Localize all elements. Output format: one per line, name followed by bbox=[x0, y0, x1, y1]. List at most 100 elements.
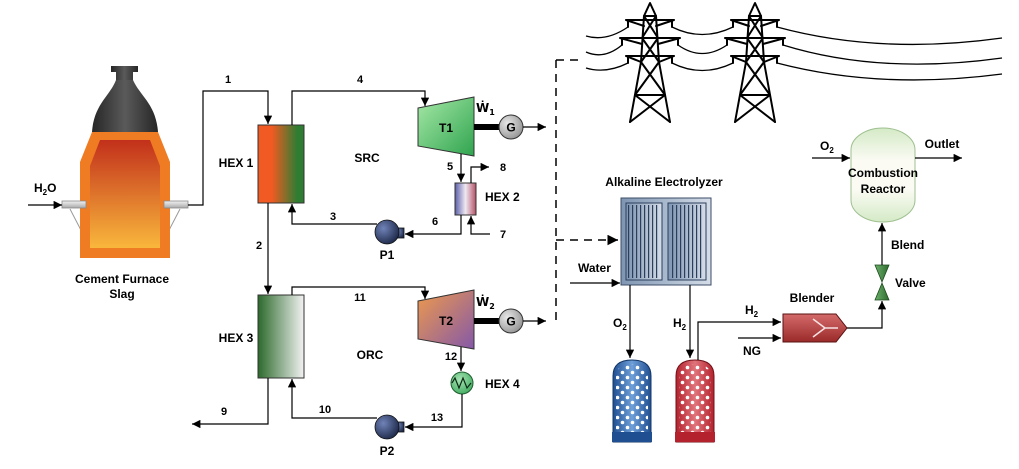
furnace-label-line2: Slag bbox=[109, 287, 134, 301]
valve-lower-triangle bbox=[874, 281, 890, 301]
stream-5-label: 5 bbox=[447, 161, 453, 173]
hydrogen-product-label: H2 bbox=[673, 316, 687, 332]
reactor-label-line1: Combustion bbox=[848, 166, 918, 180]
furnace-core bbox=[90, 140, 160, 248]
oxygen-product-base: O bbox=[613, 316, 622, 330]
blending-unit: H2 NG Blender Valve Blend bbox=[697, 223, 926, 360]
pump-p2 bbox=[374, 414, 400, 440]
reactor-oxygen-label: O2 bbox=[820, 139, 834, 155]
transmission-tower-1 bbox=[619, 2, 681, 123]
combustion-reactor: Combustion Reactor O2 Outlet bbox=[812, 127, 962, 223]
power-w2-sub: 2 bbox=[489, 302, 495, 311]
turbine-t1 bbox=[417, 96, 475, 157]
furnace-right-arm bbox=[163, 200, 189, 209]
blender-merge-icon bbox=[812, 318, 838, 338]
stream-9-line bbox=[192, 378, 269, 429]
blender-title: Blender bbox=[790, 291, 835, 305]
pump-p2-label: P2 bbox=[380, 444, 395, 458]
power-w2-base: Ẇ bbox=[476, 294, 489, 309]
transmission-tower-2 bbox=[724, 2, 786, 123]
stream-3-line bbox=[287, 204, 377, 225]
power-w1-label: Ẇ1 bbox=[476, 100, 495, 117]
blender-to-valve-line bbox=[847, 301, 887, 329]
electrolyzer-plates-right bbox=[670, 205, 704, 278]
natural-gas-label: NG bbox=[743, 344, 761, 358]
turbine-t2-shaft bbox=[474, 318, 500, 324]
valve-upper-triangle bbox=[874, 264, 890, 284]
generator-2-label: G bbox=[506, 315, 515, 329]
electrolyzer-title: Alkaline Electrolyzer bbox=[605, 175, 723, 189]
turbine-t1-label: T1 bbox=[439, 121, 453, 135]
generator-1-label: G bbox=[506, 121, 515, 135]
hydrogen-storage-tank bbox=[675, 359, 715, 443]
hydrogen-product-sub: 2 bbox=[682, 323, 687, 332]
turbine-t2 bbox=[417, 289, 475, 350]
turbine-t2-label: T2 bbox=[439, 314, 453, 328]
stream-3-label: 3 bbox=[330, 211, 336, 223]
stream-13-label: 13 bbox=[431, 412, 443, 424]
blend-label: Blend bbox=[891, 238, 924, 252]
hex3-exchanger bbox=[257, 294, 305, 379]
hydrogen-tank-base bbox=[675, 432, 715, 442]
stream-11-label: 11 bbox=[354, 292, 366, 304]
stream-1-line bbox=[188, 90, 273, 206]
reactor-oxygen-sub: 2 bbox=[829, 146, 834, 155]
furnace-left-arm bbox=[61, 200, 87, 209]
cement-furnace: Cement Furnace Slag bbox=[61, 66, 189, 301]
blender-hydrogen-sub: 2 bbox=[754, 310, 759, 319]
turbine-t1-shaft bbox=[474, 124, 500, 130]
orc-label: ORC bbox=[357, 348, 384, 362]
water-inlet-label-sub: 2 bbox=[43, 188, 48, 197]
hex4-coil-icon bbox=[451, 376, 472, 390]
stream-10-line bbox=[287, 379, 377, 419]
reactor-outlet-label: Outlet bbox=[925, 137, 960, 151]
stream-10-label: 10 bbox=[319, 404, 331, 416]
water-feed-label: Water bbox=[578, 261, 611, 275]
power-w2-label: Ẇ2 bbox=[476, 294, 495, 311]
power-wire-bottom bbox=[585, 62, 1003, 81]
oxygen-storage-tank bbox=[612, 359, 652, 443]
power-w1-sub: 1 bbox=[489, 108, 495, 117]
blender-hydrogen-label: H2 bbox=[745, 303, 759, 319]
hex4-condenser bbox=[450, 371, 474, 395]
oxygen-tank-dots bbox=[616, 364, 648, 432]
stream-8-label: 8 bbox=[500, 162, 506, 174]
hydrogen-to-blender-line bbox=[697, 317, 781, 360]
stream-7-label: 7 bbox=[500, 229, 506, 241]
src-loop: 1 HEX 1 4 T1 G Ẇ1 5 HEX 2 8 7 6 P1 3 SRC bbox=[188, 74, 546, 262]
furnace-hood bbox=[92, 80, 158, 132]
power-w1-base: Ẇ bbox=[476, 100, 489, 115]
alkaline-electrolyzer: Alkaline Electrolyzer Water O2 H2 bbox=[570, 175, 723, 358]
oxygen-product-sub: 2 bbox=[622, 323, 627, 332]
water-inlet-label-base: H bbox=[34, 181, 43, 195]
orc-loop: HEX 3 11 T2 G Ẇ2 12 HEX 4 13 P2 10 ORC bbox=[219, 286, 546, 458]
blender-hydrogen-base: H bbox=[745, 303, 754, 317]
electrolyzer-plates-left bbox=[628, 205, 660, 278]
hex2-label: HEX 2 bbox=[485, 190, 520, 204]
blender-body bbox=[782, 313, 848, 343]
pump-p1 bbox=[374, 219, 400, 245]
water-inlet-label: H2O bbox=[34, 181, 56, 197]
valve-label: Valve bbox=[895, 276, 926, 290]
reactor-oxygen-base: O bbox=[820, 139, 829, 153]
furnace-chimney-cap bbox=[111, 66, 138, 80]
power-wire-middle bbox=[585, 44, 1003, 65]
stream-4-label: 4 bbox=[357, 74, 364, 86]
electricity-links bbox=[555, 59, 618, 322]
stream-1-label: 1 bbox=[225, 74, 231, 86]
power-grid bbox=[585, 2, 1003, 123]
stream-6-label: 6 bbox=[432, 216, 438, 228]
stream-4-line bbox=[291, 90, 430, 125]
stream-13-line bbox=[405, 394, 463, 432]
hydrogen-product-base: H bbox=[673, 316, 682, 330]
reactor-label-line2: Reactor bbox=[861, 182, 906, 196]
reactor-vessel bbox=[850, 127, 916, 223]
stream-6-line bbox=[405, 215, 462, 239]
stream-7-line bbox=[466, 216, 490, 235]
hex4-label: HEX 4 bbox=[485, 377, 520, 391]
src-label: SRC bbox=[354, 151, 380, 165]
furnace-label-line1: Cement Furnace bbox=[75, 272, 169, 286]
stream-9-label: 9 bbox=[221, 406, 227, 418]
stream-12-label: 12 bbox=[445, 351, 457, 363]
